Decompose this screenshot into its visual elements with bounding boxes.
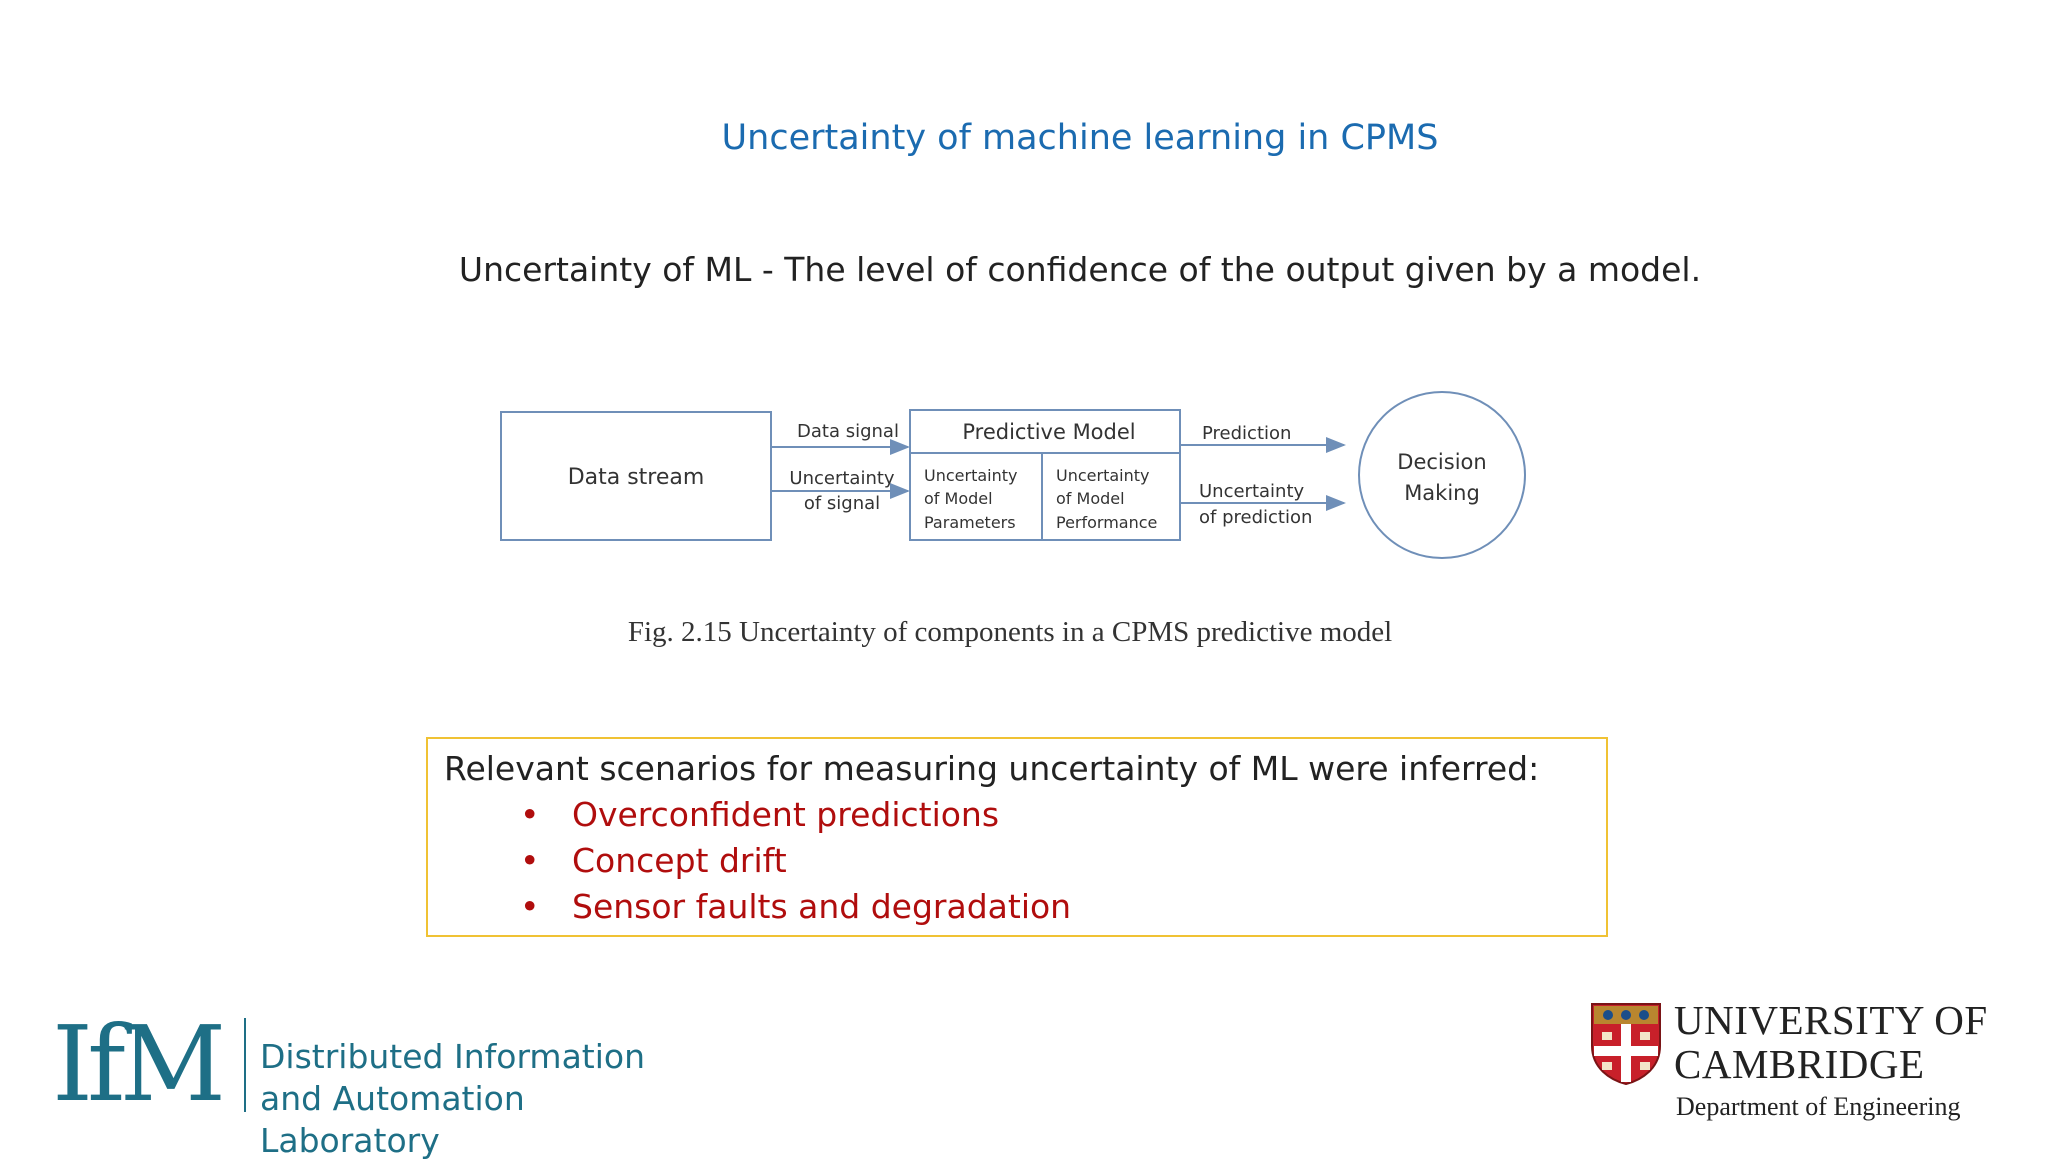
bullet-icon: • [520,841,540,880]
list-item: • Concept drift [520,838,1590,884]
figure-caption: Fig. 2.15 Uncertainty of components in a… [627,616,1393,648]
predictive-model-box [909,409,1181,541]
scenario-list: • Overconfident predictions • Concept drif… [444,792,1590,930]
scenario-box: Relevant scenarios for measuring uncerta… [426,737,1608,937]
bullet-icon: • [520,795,540,834]
scenario-intro: Relevant scenarios for measuring uncerta… [444,749,1540,788]
uncertainty-perf-3: Performance [1056,513,1157,532]
ifm-mark: IfM [52,1003,226,1125]
cambridge-logo: UNIVERSITY OF CAMBRIDGE Department of En… [1590,998,1990,1130]
uncertainty-prediction-1: Uncertainty [1199,481,1305,502]
cambridge-department: Department of Engineering [1676,1092,1961,1121]
uncertainty-signal-label-1: Uncertainty [789,468,895,489]
predictive-model-label: Predictive Model [962,420,1135,444]
data-stream-label: Data stream [568,465,705,490]
uncertainty-perf-1: Uncertainty [1056,466,1149,485]
list-item: • Overconfident predictions [520,792,1590,838]
slide-title: Uncertainty of machine learning in CPMS [721,118,1439,158]
uncertainty-diagram: Data stream Data signal Uncertainty of s… [490,375,1550,675]
decision-making-2: Making [1404,481,1480,505]
prediction-label: Prediction [1202,423,1291,444]
scenario-item-overconfident: Overconfident predictions [572,795,1000,834]
decision-making-circle [1358,391,1526,559]
data-signal-label: Data signal [797,421,899,442]
uncertainty-params-3: Parameters [924,513,1016,532]
ifm-logo: IfM Distributed Information and Automati… [52,1003,692,1160]
cambridge-name: UNIVERSITY OF CAMBRIDGE [1674,998,1988,1086]
cambridge-line-1: UNIVERSITY OF [1674,997,1988,1043]
ifm-divider [244,1018,246,1112]
ifm-line-1: Distributed Information [260,1037,646,1076]
uncertainty-prediction-2: of prediction [1199,507,1312,528]
uncertainty-perf-2: of Model [1056,489,1125,508]
decision-making-1: Decision [1397,450,1486,474]
scenario-item-sensor-faults: Sensor faults and degradation [572,887,1072,926]
cambridge-line-2: CAMBRIDGE [1674,1041,1925,1087]
list-item: • Sensor faults and degradation [520,884,1590,930]
definition-text: Uncertainty of ML - The level of confide… [458,250,1702,289]
uncertainty-params-1: Uncertainty [924,466,1017,485]
cambridge-shield-icon [1591,1003,1661,1086]
data-stream-box [500,411,772,541]
ifm-lab-name: Distributed Information and Automation L… [260,1036,692,1162]
uncertainty-signal-label-2: of signal [804,493,880,514]
scenario-item-concept-drift: Concept drift [572,841,787,880]
uncertainty-params-2: of Model [924,489,993,508]
ifm-line-2: and Automation Laboratory [260,1079,525,1160]
bullet-icon: • [520,887,540,926]
